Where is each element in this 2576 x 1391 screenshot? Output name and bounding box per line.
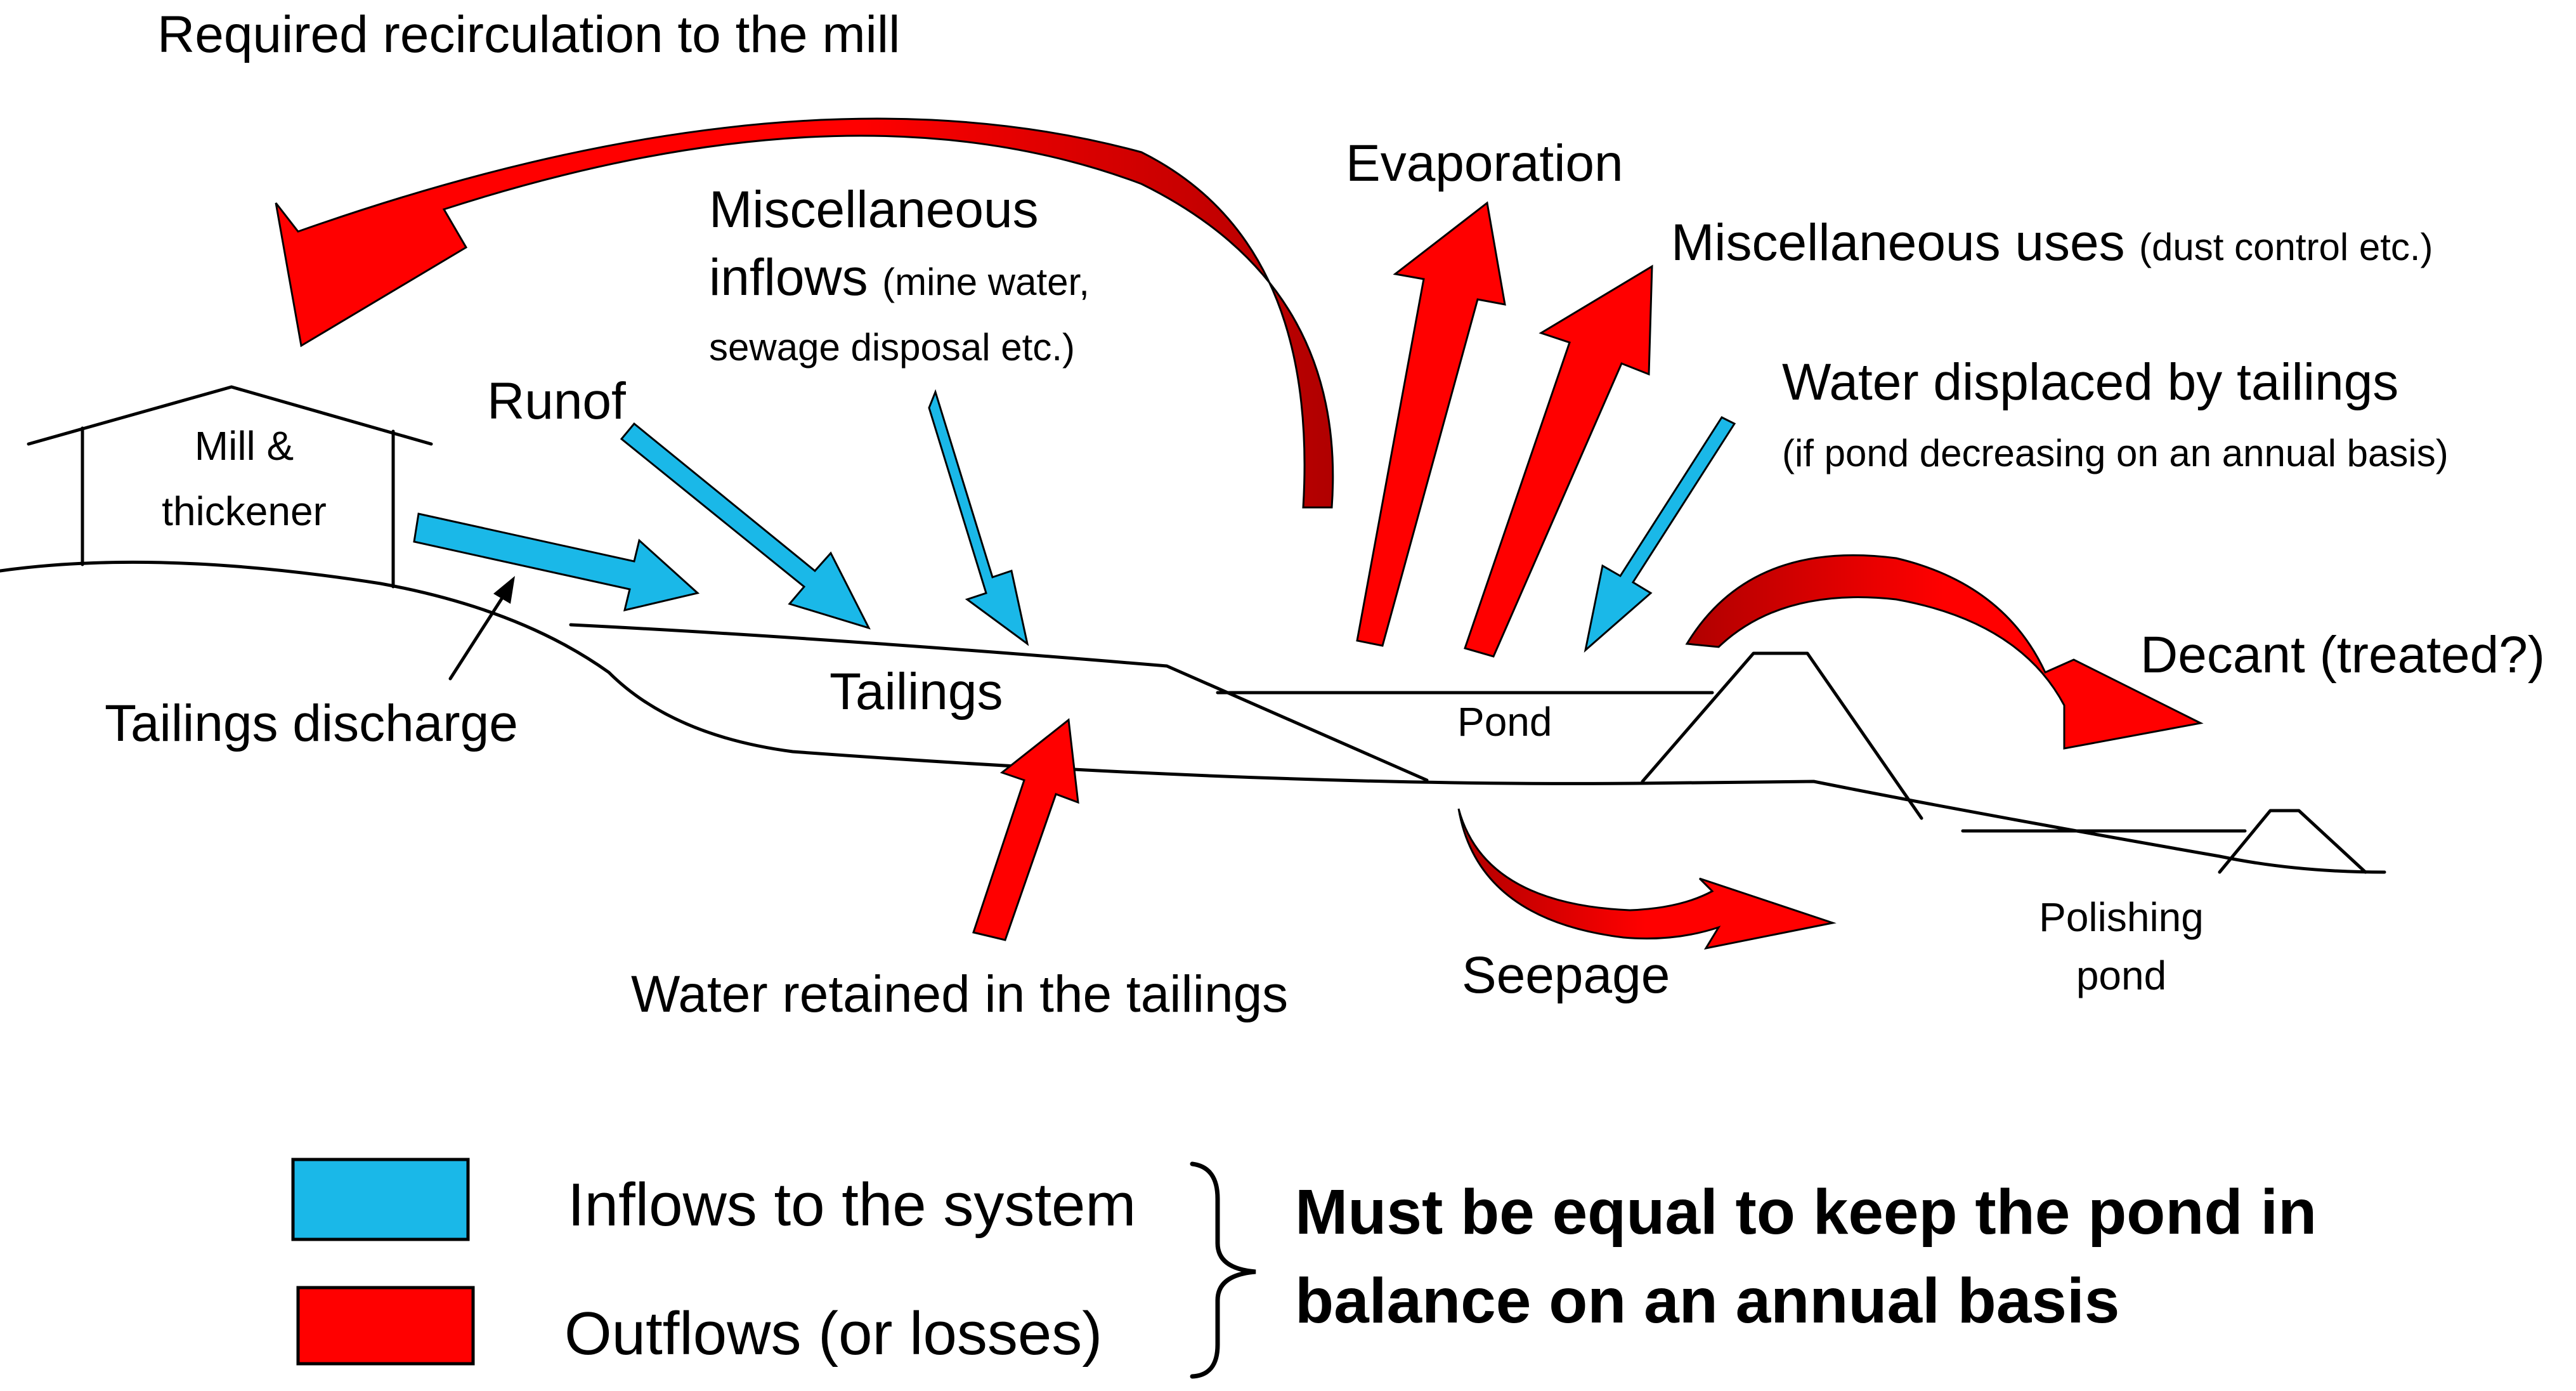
misc-uses-label-main: Miscellaneous uses [1671, 214, 2125, 271]
ground-profile [0, 385, 2386, 874]
misc-uses-label-note: (dust control etc.) [2139, 226, 2433, 268]
misc-inflows-label-main: inflows [709, 249, 868, 306]
misc-inflows-label-line2: inflows (mine water, [709, 249, 1090, 306]
evaporation-arrow [1356, 201, 1506, 647]
legend-outflow-swatch [296, 1286, 475, 1366]
seepage-arrow [1457, 808, 1837, 950]
legend-outflow-label: Outflows (or losses) [564, 1300, 1102, 1368]
labels: Required recirculation to the mill Mill … [105, 6, 2545, 1023]
misc-uses-label: Miscellaneous uses (dust control etc.) [1671, 214, 2433, 271]
recirculation-label: Required recirculation to the mill [157, 6, 900, 63]
runoff-label: Runof [487, 372, 626, 430]
water-retained-label: Water retained in the tailings [631, 965, 1288, 1023]
tailings-discharge-pointer [448, 588, 509, 681]
tailings-label: Tailings [829, 663, 1003, 721]
water-displaced-note: (if pond decreasing on an annual basis) [1782, 432, 2449, 474]
seepage-label: Seepage [1462, 946, 1670, 1004]
tailings-discharge-pointer-head [493, 576, 515, 604]
dam-embankment [1641, 651, 1923, 820]
misc-inflows-label-note: (mine water, [882, 261, 1090, 303]
recirculation-arrow [275, 117, 1334, 509]
legend-balance-line1: Must be equal to keep the pond in [1295, 1177, 2317, 1248]
pond-label: Pond [1457, 699, 1552, 745]
outflow-arrows [275, 117, 2204, 950]
mill-label-line1: Mill & [195, 423, 294, 469]
decant-arrow [1685, 554, 2204, 750]
misc-inflows-arrow [928, 389, 1029, 646]
polishing-dam [2218, 809, 2367, 874]
polishing-pond-label-line1: Polishing [2039, 894, 2204, 940]
mill-building [27, 385, 433, 589]
legend-brace [1190, 1161, 1256, 1379]
legend: Inflows to the system Outflows (or losse… [291, 1158, 2317, 1379]
legend-inflow-label: Inflows to the system [568, 1171, 1136, 1239]
polishing-pond-label-line2: pond [2076, 953, 2166, 998]
tailings-surface-line [569, 623, 1429, 782]
evaporation-label: Evaporation [1346, 134, 1623, 192]
water-displaced-label: Water displaced by tailings [1782, 353, 2398, 411]
runoff-from-mill-arrow [413, 513, 700, 612]
decant-label: Decant (treated?) [2140, 626, 2545, 684]
mill-label-line2: thickener [162, 488, 327, 534]
legend-balance-line2: balance on an annual basis [1295, 1265, 2119, 1336]
misc-uses-arrow [1464, 264, 1653, 658]
tailings-discharge-label: Tailings discharge [105, 695, 518, 752]
inflow-arrows [413, 389, 1736, 653]
water-displaced-arrow [1584, 416, 1736, 653]
legend-inflow-swatch [291, 1158, 470, 1241]
misc-inflows-label-line3: sewage disposal etc.) [709, 326, 1075, 369]
runoff-arrow [620, 422, 871, 630]
misc-inflows-label-line1: Miscellaneous [709, 181, 1039, 238]
ground-surface-line [0, 560, 2386, 874]
water-retained-arrow [972, 718, 1079, 941]
